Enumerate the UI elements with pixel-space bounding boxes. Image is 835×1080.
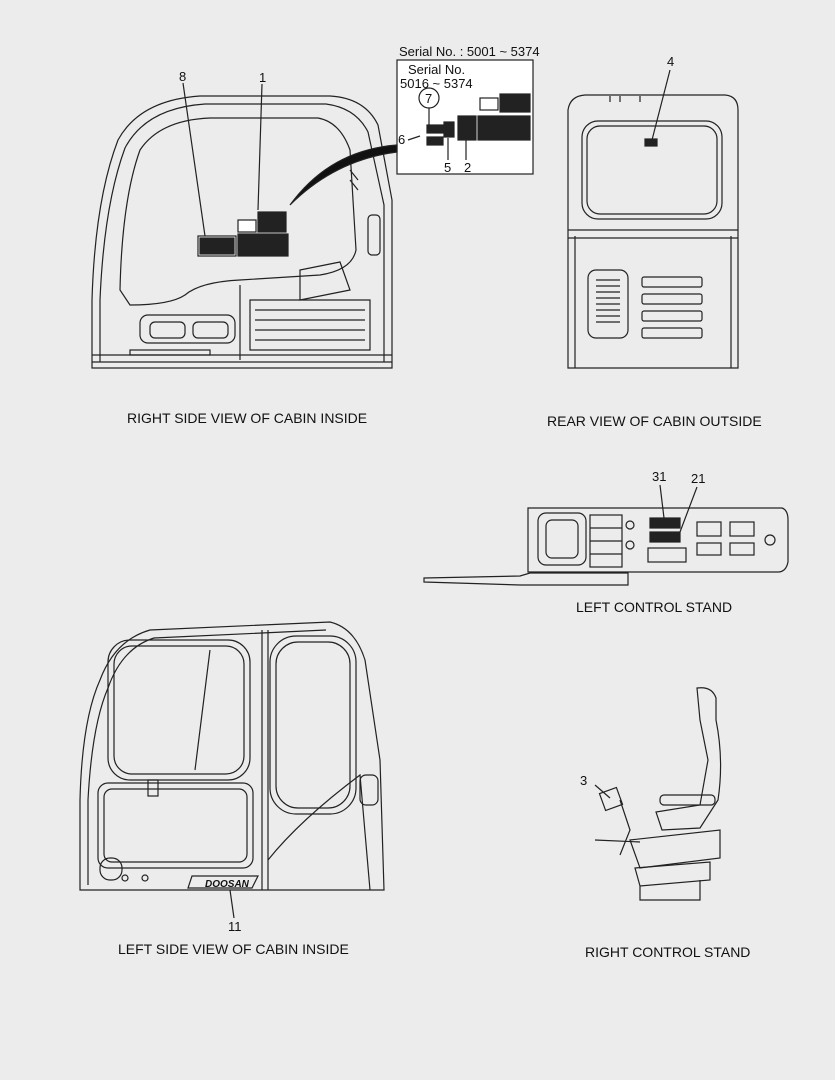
right-control-stand-drawing <box>594 687 722 901</box>
callout-6: 6 <box>398 132 405 147</box>
callout-2: 2 <box>464 160 471 175</box>
callout-8: 8 <box>179 69 186 84</box>
right-side-cabin-drawing <box>91 95 393 369</box>
rear-cabin-drawing <box>567 69 739 369</box>
callout-5: 5 <box>444 160 451 175</box>
leader-line-3 <box>594 784 611 799</box>
leader-line-4 <box>651 69 671 141</box>
callout-4: 4 <box>667 54 674 69</box>
caption-left-side-view: LEFT SIDE VIEW OF CABIN INSIDE <box>118 941 349 957</box>
caption-rear-view: REAR VIEW OF CABIN OUTSIDE <box>547 413 762 429</box>
callout-21: 21 <box>691 471 705 486</box>
serial-range-text: Serial No. : 5001 ~ 5374 <box>399 44 540 59</box>
left-control-stand-drawing <box>423 484 789 586</box>
callout-11: 11 <box>228 919 242 934</box>
zoom-wedge <box>289 144 398 206</box>
brand-logo: DOOSAN <box>205 879 250 890</box>
left-side-cabin-drawing <box>79 621 385 919</box>
callout-31: 31 <box>652 469 666 484</box>
callout-3: 3 <box>580 773 587 788</box>
sub-serial-title: Serial No. <box>408 62 465 77</box>
caption-right-side-view: RIGHT SIDE VIEW OF CABIN INSIDE <box>127 410 367 426</box>
leader-lines-right-side <box>182 82 263 237</box>
sub-serial-range: 5016 ~ 5374 <box>400 76 473 91</box>
leader-lines-left-stand <box>659 484 698 533</box>
callout-1: 1 <box>259 70 266 85</box>
caption-right-control-stand: RIGHT CONTROL STAND <box>585 944 750 960</box>
serial-inset-box <box>396 59 534 175</box>
caption-left-control-stand: LEFT CONTROL STAND <box>576 599 732 615</box>
leader-line-11 <box>229 889 235 919</box>
callout-7: 7 <box>425 91 432 106</box>
